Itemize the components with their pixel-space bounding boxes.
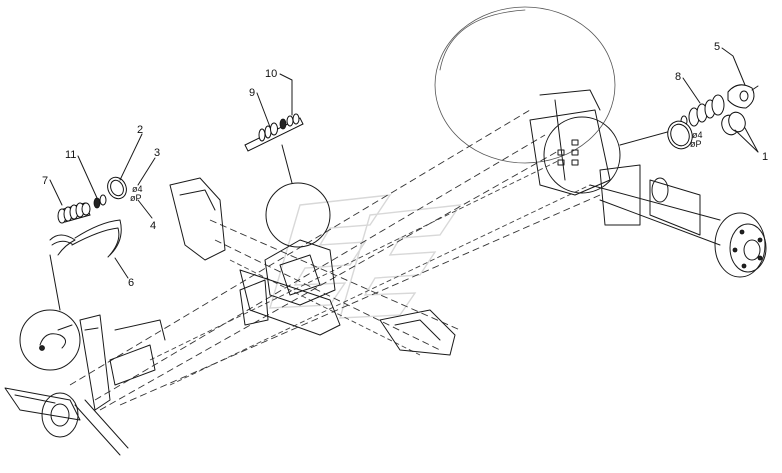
callout-8: 8	[675, 71, 681, 83]
right-cap-part	[727, 84, 759, 109]
callout-9: 9	[249, 87, 255, 99]
right-coupler-part	[680, 94, 725, 127]
callout-leaders	[49, 47, 759, 279]
hitch-assembly	[4, 314, 166, 456]
left-note-a: ø4	[132, 184, 143, 194]
callout-2: 2	[137, 124, 143, 136]
left-cap-strap-part	[49, 219, 122, 258]
callout-11: 11	[65, 149, 76, 161]
detail-circle-right	[543, 116, 621, 194]
left-coupler-part	[57, 202, 91, 224]
right-note-b: øP	[690, 139, 702, 149]
callout-3: 3	[154, 147, 160, 159]
left-note-b: øP	[130, 193, 142, 203]
detail-circle-center	[265, 182, 331, 248]
drawbar-frame	[69, 109, 601, 411]
callout-7: 7	[42, 175, 48, 187]
right-bracket	[529, 89, 611, 196]
left-nut-part	[93, 194, 107, 209]
leader-lines	[49, 127, 683, 311]
callout-1: 1	[762, 151, 768, 163]
detail-circle-left	[19, 309, 81, 371]
callout-5: 5	[714, 41, 720, 53]
wheel-outline	[434, 6, 616, 164]
watermark-logo	[269, 194, 462, 319]
left-ring-part	[107, 176, 127, 200]
callout-labels: 1 2 3 4 5 6 7 8 9 10 11	[42, 41, 768, 289]
center-pivot	[239, 239, 336, 326]
callout-4: 4	[150, 220, 156, 232]
top-fitting-part	[244, 113, 304, 152]
callout-10: 10	[265, 68, 277, 80]
right-rings-part	[667, 111, 746, 150]
right-note-a: ø4	[692, 130, 703, 140]
callout-6: 6	[128, 277, 134, 289]
right-axle	[589, 164, 767, 278]
